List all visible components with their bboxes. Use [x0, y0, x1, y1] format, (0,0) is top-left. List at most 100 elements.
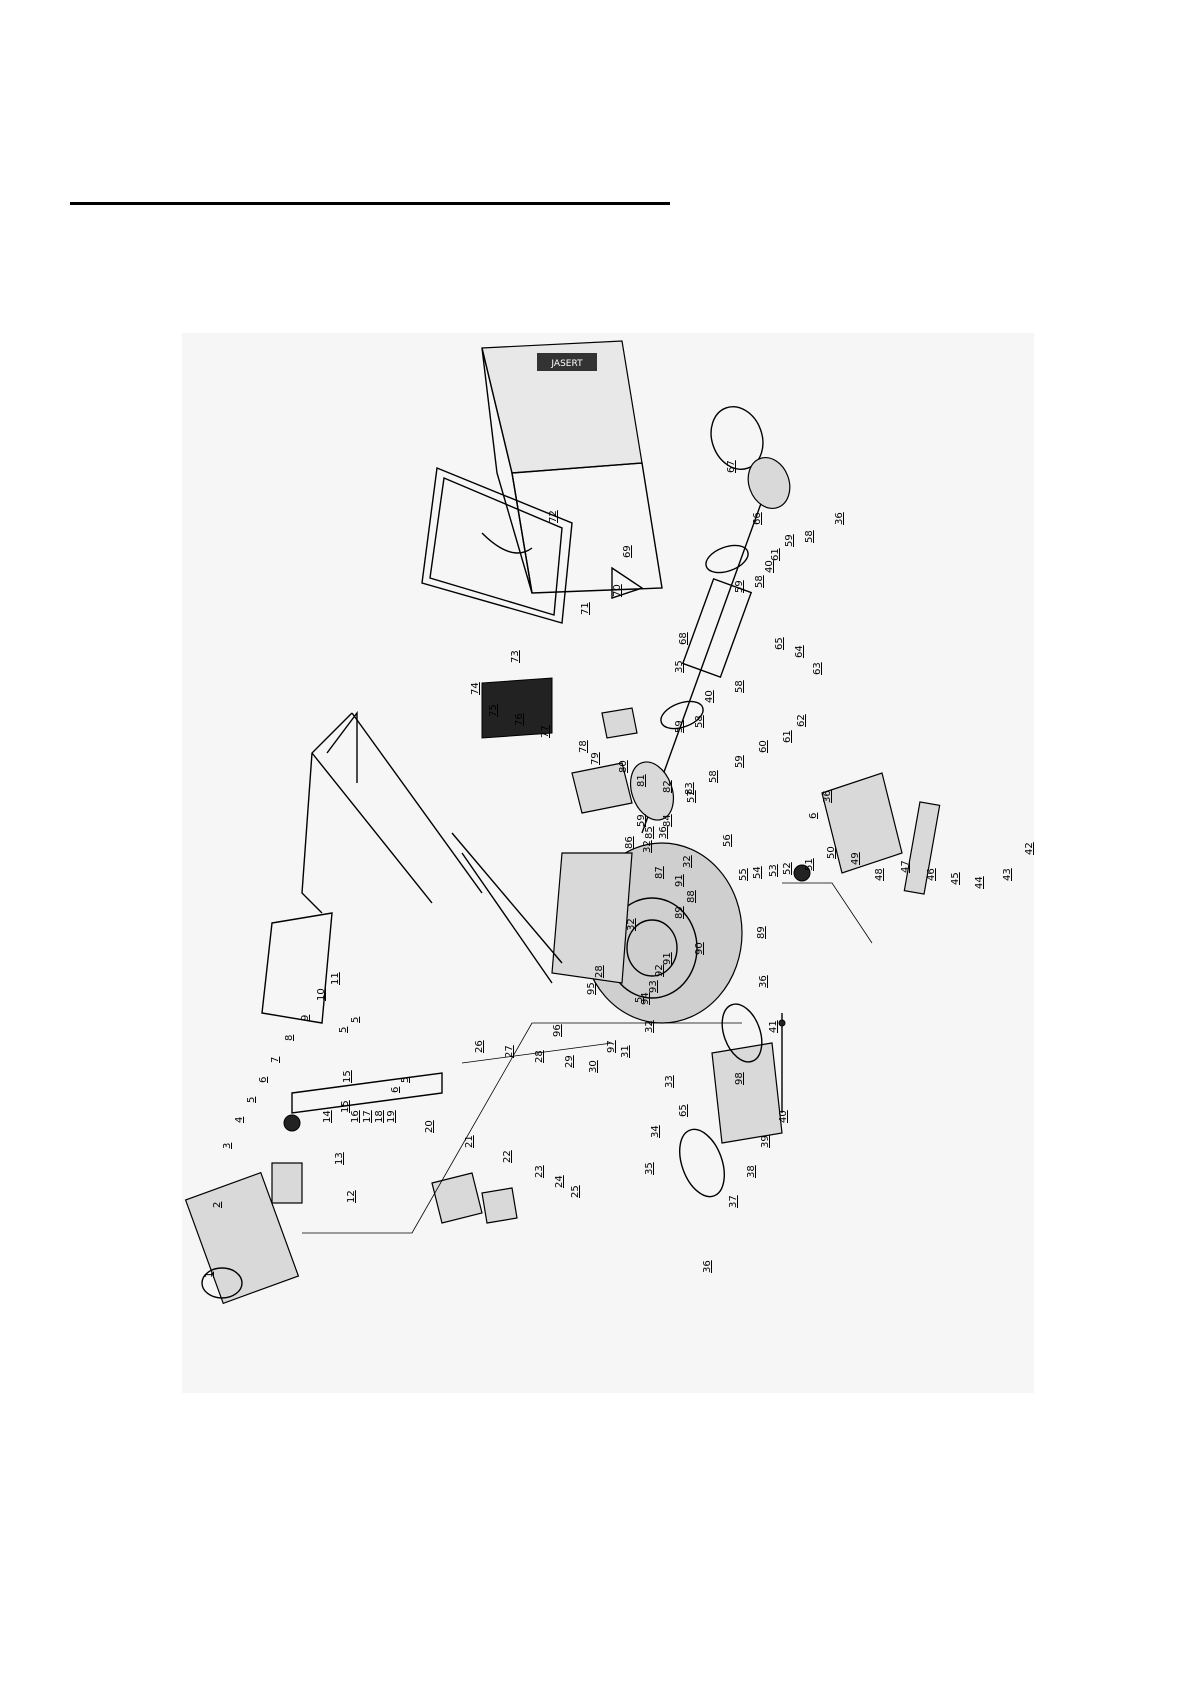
callout-89: 89 [756, 926, 767, 939]
callout-71: 71 [580, 602, 591, 615]
callout-58: 58 [694, 715, 705, 728]
callout-36: 36 [758, 975, 769, 988]
callout-28: 28 [534, 1050, 545, 1063]
callout-20: 20 [424, 1120, 435, 1133]
callout-78: 78 [578, 740, 589, 753]
callout-58: 58 [804, 530, 815, 543]
callout-25: 25 [570, 1185, 581, 1198]
leader-lines [302, 882, 873, 1234]
callout-59: 59 [734, 755, 745, 768]
callout-24: 24 [554, 1175, 565, 1188]
callout-26: 26 [474, 1040, 485, 1053]
callout-74: 74 [470, 682, 481, 695]
callout-96: 96 [552, 1024, 563, 1037]
bag-brand-text: JASERT [550, 359, 583, 369]
callout-36: 36 [658, 826, 669, 839]
callout-22: 22 [502, 1150, 513, 1163]
callout-1: 1 [204, 1272, 215, 1278]
callout-8: 8 [284, 1035, 295, 1041]
callout-6: 6 [258, 1077, 269, 1083]
callout-14: 14 [322, 1110, 333, 1123]
callout-86: 86 [624, 836, 635, 849]
callout-5: 5 [350, 1017, 361, 1023]
callout-11: 11 [330, 972, 341, 985]
callout-28: 28 [594, 965, 605, 978]
callout-68: 68 [678, 632, 689, 645]
mulch-insert [481, 677, 553, 739]
callout-83: 83 [684, 782, 695, 795]
callout-80: 80 [618, 760, 629, 773]
callout-37: 37 [728, 1195, 739, 1208]
callout-88: 88 [686, 890, 697, 903]
callout-64: 64 [794, 645, 805, 658]
callout-34: 34 [650, 1125, 661, 1138]
callout-10: 10 [316, 988, 327, 1001]
callout-43: 43 [1002, 868, 1013, 881]
callout-32: 32 [626, 918, 637, 931]
callout-5: 5 [400, 1077, 411, 1083]
callout-35: 35 [674, 660, 685, 673]
callout-15: 15 [342, 1070, 353, 1083]
callout-41: 41 [768, 1020, 779, 1033]
callout-65: 65 [774, 637, 785, 650]
callout-98: 98 [734, 1072, 745, 1085]
callout-5: 5 [338, 1027, 349, 1033]
callout-15: 15 [340, 1100, 351, 1113]
bag-label [537, 353, 597, 371]
callout-91: 91 [674, 874, 685, 887]
callout-50: 50 [826, 846, 837, 859]
callout-58: 58 [754, 575, 765, 588]
callout-90: 90 [694, 942, 705, 955]
callout-13: 13 [334, 1152, 345, 1165]
callout-42: 42 [1024, 842, 1034, 855]
callout-6: 6 [808, 813, 819, 819]
callout-16: 16 [350, 1110, 361, 1123]
callout-59: 59 [784, 534, 795, 547]
callout-36: 36 [834, 512, 845, 525]
callout-36: 36 [702, 1260, 713, 1273]
callout-94: 94 [640, 992, 651, 1005]
grass-bag: JASERT [481, 340, 663, 594]
callout-58: 58 [708, 770, 719, 783]
callout-18: 18 [374, 1110, 385, 1123]
callout-33: 33 [664, 1075, 675, 1088]
front-housing [679, 1003, 783, 1198]
callout-59: 59 [636, 814, 647, 827]
callout-54: 54 [752, 866, 763, 879]
callout-59: 59 [674, 720, 685, 733]
callout-52: 52 [782, 862, 793, 875]
callout-95: 95 [586, 982, 597, 995]
callout-62: 62 [796, 714, 807, 727]
exploded-parts-diagram: JASERT [182, 333, 1034, 1393]
callout-63: 63 [812, 662, 823, 675]
callout-32: 32 [682, 855, 693, 868]
callout-30: 30 [588, 1060, 599, 1073]
callout-44: 44 [974, 876, 985, 889]
callout-17: 17 [362, 1110, 373, 1123]
callout-21: 21 [464, 1135, 475, 1148]
callout-76: 76 [514, 713, 525, 726]
callout-82: 82 [662, 780, 673, 793]
callout-53: 53 [768, 864, 779, 877]
callout-70: 70 [612, 584, 623, 597]
rear-axle-assembly [611, 406, 791, 834]
callout-49: 49 [850, 852, 861, 865]
callout-61: 61 [770, 548, 781, 561]
callout-40: 40 [764, 560, 775, 573]
callout-9: 9 [300, 1015, 311, 1021]
callout-57: 57 [686, 790, 697, 803]
callout-29: 29 [564, 1055, 575, 1068]
callout-3: 3 [222, 1143, 233, 1149]
callout-79: 79 [590, 752, 601, 765]
callout-91: 91 [662, 952, 673, 965]
callout-59: 59 [734, 580, 745, 593]
callout-73: 73 [510, 650, 521, 663]
engine [184, 1072, 443, 1305]
callout-84: 84 [662, 814, 673, 827]
callout-5: 5 [634, 997, 645, 1003]
callout-32: 32 [642, 840, 653, 853]
callout-58: 58 [734, 680, 745, 693]
callout-65: 65 [678, 1104, 689, 1117]
callout-51: 51 [804, 858, 815, 871]
